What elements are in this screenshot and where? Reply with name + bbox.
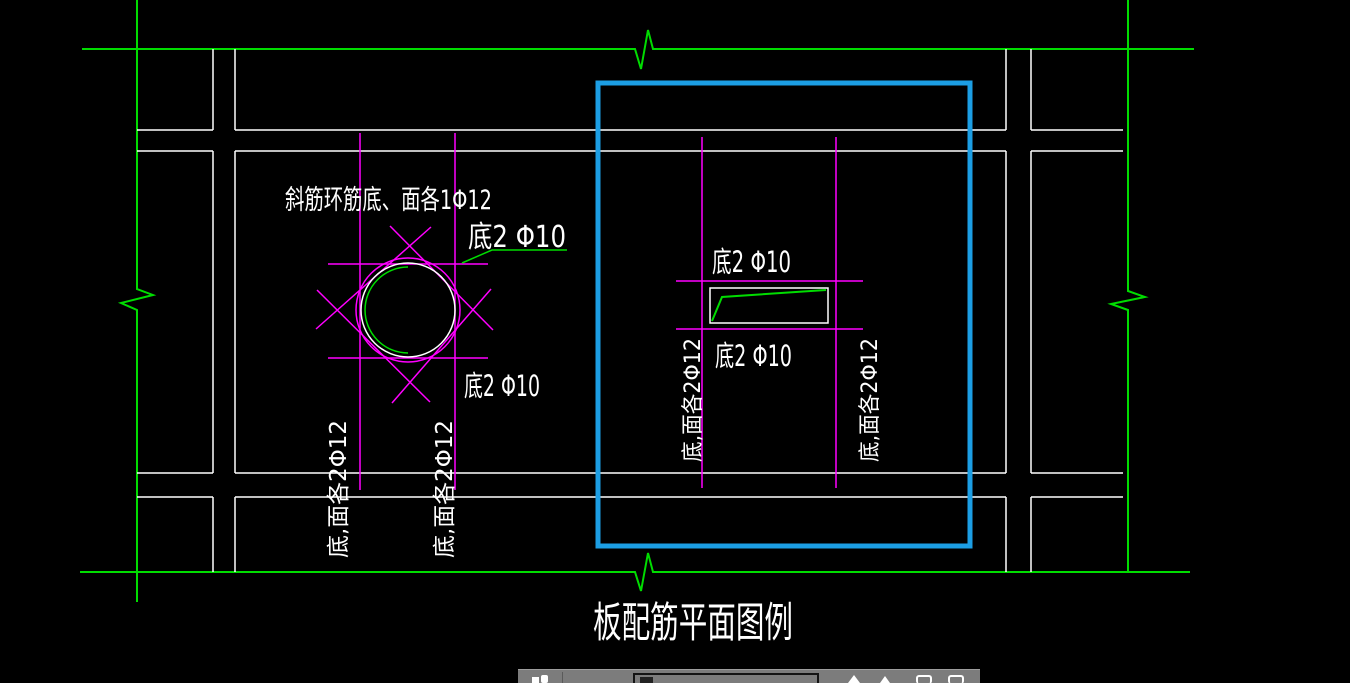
beam-vertical-right bbox=[1005, 49, 1032, 572]
beam-horizontal-top bbox=[137, 129, 1123, 152]
opening-circle bbox=[360, 262, 456, 358]
rebar-extent-path-right bbox=[676, 137, 863, 488]
taskbar bbox=[518, 669, 980, 683]
axis-line-bottom bbox=[80, 552, 1190, 592]
toolbar-glyph-part bbox=[541, 675, 548, 683]
axis-grid-lines bbox=[80, 0, 1194, 602]
panel-icon[interactable] bbox=[916, 675, 932, 683]
field-swatch-icon bbox=[640, 677, 653, 683]
opening-ring-magenta bbox=[355, 257, 461, 363]
taskbar-divider bbox=[562, 672, 563, 683]
selection-highlight-box bbox=[595, 80, 973, 549]
rebar-label-rotated-left-1: 底,面各2Φ12 bbox=[326, 420, 352, 558]
beam-vertical-left bbox=[212, 49, 236, 572]
rebar-label-rotated-right-1: 底,面各2Φ12 bbox=[681, 338, 706, 462]
axis-line-left bbox=[117, 0, 157, 602]
rebar-label-right-bottom: 底2 Φ10 bbox=[715, 339, 792, 373]
opening-green-arc bbox=[364, 266, 409, 354]
axis-line-top bbox=[82, 29, 1194, 70]
leader-line bbox=[461, 249, 567, 264]
drawing-title: 板配筋平面图例 bbox=[593, 598, 793, 647]
rebar-label-left-top: 底2 Φ10 bbox=[468, 220, 566, 255]
beam-horizontal-bottom bbox=[137, 472, 1123, 498]
toolbar-glyph-part bbox=[532, 677, 539, 683]
bent-bar-box bbox=[709, 287, 829, 324]
toolbar-glyph-icon[interactable] bbox=[532, 675, 548, 683]
panel-icon-2[interactable] bbox=[948, 675, 964, 683]
axis-line-right bbox=[1107, 0, 1149, 572]
opening-note-label: 斜筋环筋底、面各1Φ12 bbox=[285, 185, 492, 216]
rebar-extent-lines-right bbox=[676, 137, 863, 488]
beam-lines bbox=[137, 49, 1123, 572]
bent-bar-symbol bbox=[711, 289, 827, 322]
taskbar-text-field[interactable] bbox=[633, 673, 819, 683]
rebar-label-right-top: 底2 Φ10 bbox=[712, 245, 791, 279]
triangle-up-icon[interactable] bbox=[880, 676, 890, 683]
caret-up-icon[interactable] bbox=[848, 675, 860, 683]
rebar-label-rotated-right-2: 底,面各2Φ12 bbox=[858, 338, 883, 462]
rebar-label-left-bottom: 底2 Φ10 bbox=[464, 369, 540, 403]
rebar-label-rotated-left-2: 底,面各2Φ12 bbox=[432, 420, 458, 558]
